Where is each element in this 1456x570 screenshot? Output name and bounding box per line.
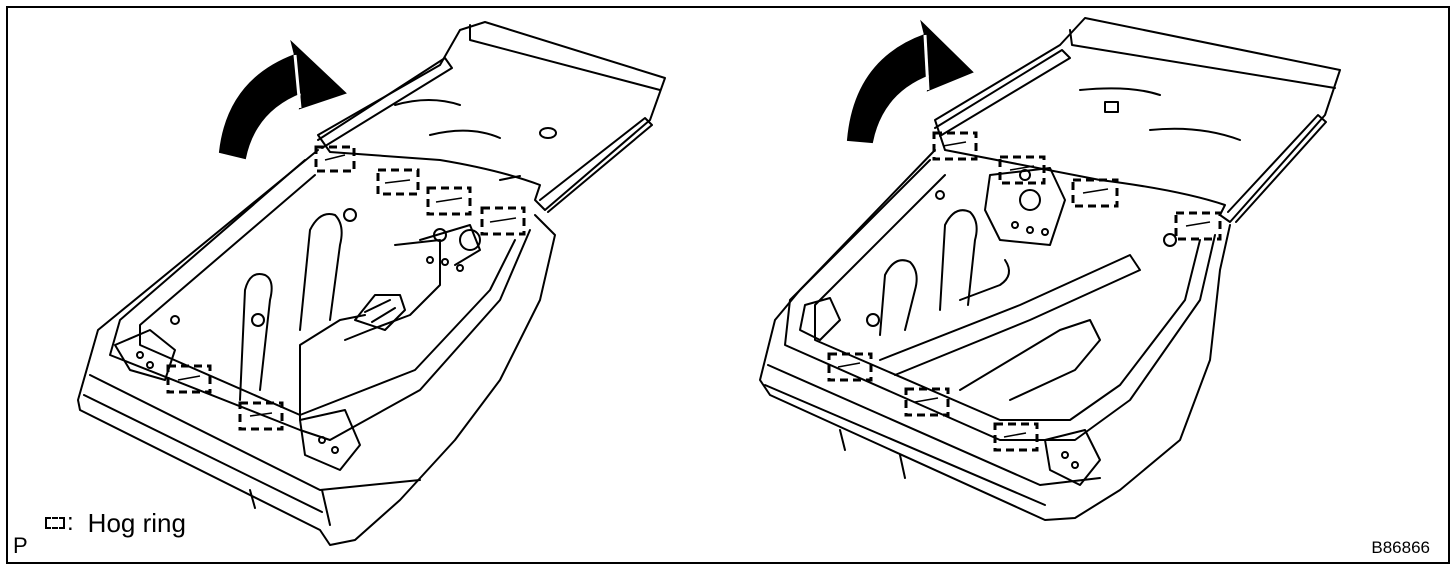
- hog-ring-symbol-icon: [45, 517, 65, 529]
- left-seatback-cover: [317, 21, 666, 211]
- right-seat-center-bracket: [984, 167, 1066, 246]
- legend: : Hog ring: [45, 506, 186, 540]
- legend-colon: :: [67, 509, 74, 536]
- hog-ring-marker-icon: [1071, 178, 1119, 208]
- hog-ring-marker-icon: [998, 155, 1046, 185]
- right-seat-front-edge-lower: [764, 384, 1046, 506]
- left-seat-frame: [109, 159, 531, 441]
- right-seatback-cover: [934, 17, 1341, 223]
- right-seat-front-edge: [767, 364, 1101, 486]
- legend-label: Hog ring: [87, 508, 186, 538]
- left-seat-right-bracket: [299, 409, 361, 471]
- left-seat-front-edge: [89, 374, 421, 491]
- right-seat-cushion-outline: [759, 149, 1231, 521]
- right-curved-arrow-icon: [846, 19, 974, 144]
- figure-border: [6, 6, 1450, 564]
- left-seat-left-bracket: [114, 329, 176, 381]
- hog-ring-marker-icon: [904, 387, 950, 417]
- hog-ring-marker-icon: [932, 131, 978, 161]
- right-seat-spring-b: [939, 209, 978, 311]
- hog-ring-marker-icon: [166, 364, 212, 394]
- right-seat-right-bracket: [1044, 429, 1101, 486]
- right-seat-frame: [784, 159, 1216, 441]
- left-curved-arrow-icon: [218, 39, 347, 160]
- left-seat-illustration: [77, 21, 666, 546]
- figure-code: B86866: [1371, 538, 1430, 557]
- left-seat-center-bracket: [354, 294, 406, 331]
- right-seat-spring-a: [879, 259, 918, 336]
- right-hog-ring-markers: [827, 131, 1222, 452]
- left-seat-spring-a: [239, 273, 273, 401]
- hog-ring-marker-icon: [480, 206, 526, 236]
- hog-ring-marker-icon: [1174, 211, 1222, 241]
- right-seat-illustration: [759, 17, 1341, 521]
- hog-ring-marker-icon: [314, 145, 356, 173]
- left-seat-cushion-outline: [77, 149, 556, 546]
- hog-ring-marker-icon: [827, 352, 873, 382]
- left-seat-spring-b: [299, 213, 343, 331]
- hog-ring-marker-icon: [426, 186, 472, 216]
- hog-ring-marker-icon: [376, 168, 420, 196]
- right-seat-left-bracket: [799, 297, 841, 341]
- left-seat-front-edge-lower: [83, 394, 323, 513]
- hog-ring-marker-icon: [993, 422, 1039, 452]
- corner-letter: P: [13, 533, 28, 558]
- left-hog-ring-markers: [166, 145, 526, 431]
- hog-ring-marker-icon: [238, 401, 284, 431]
